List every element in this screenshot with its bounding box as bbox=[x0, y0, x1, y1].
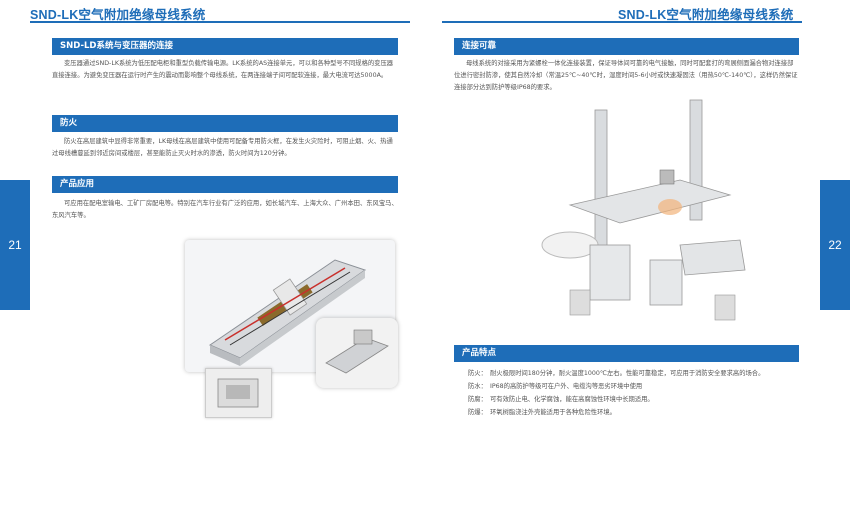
feature-label: 防水： bbox=[468, 383, 487, 390]
header-rule-right bbox=[442, 21, 802, 23]
section-title-transformer: SND-LD系统与变压器的连接 bbox=[52, 38, 398, 55]
feature-text: 可有效防止电、化学腐蚀，能在高腐蚀性环境中长期适用。 bbox=[490, 396, 654, 403]
feature-row-explosionproof: 防爆：环氧树脂浇注外壳能适用于各种危险性环境。 bbox=[468, 407, 616, 419]
installation-diagram bbox=[530, 95, 790, 335]
busway-installation-illustration bbox=[541, 99, 746, 321]
feature-label: 防腐： bbox=[468, 396, 487, 403]
section-text-fireproof: 防火在高层建筑中显得非常重要，LK母线在高层建筑中使用可配备专用防火框，在发生火… bbox=[52, 138, 393, 157]
connector-illustration bbox=[325, 329, 389, 374]
feature-label: 防火： bbox=[468, 370, 487, 377]
header-title-right: SND-LK空气附加绝缘母线系统 bbox=[618, 8, 794, 22]
feature-row-anticorrosion: 防腐：可有效防止电、化学腐蚀，能在高腐蚀性环境中长期适用。 bbox=[468, 394, 654, 406]
section-text-reliable-connection: 母线系统的对接采用为紧螺栓一体化连接装置，保证导体间可靠的电气接触，同时可配套打… bbox=[454, 60, 798, 91]
section-title-reliable-connection: 连接可靠 bbox=[454, 38, 799, 55]
busway-illustration bbox=[208, 259, 367, 366]
section-text-application: 可应用在配电室输电、工矿厂房配电等。特别在汽车行业有广泛的应用，如长城汽车、上海… bbox=[52, 200, 398, 219]
joint-illustration bbox=[217, 378, 259, 408]
feature-row-fireproof: 防火：耐火极限时间180分钟，耐火温度1000℃左右。性能可靠稳定，可应用于消防… bbox=[468, 368, 764, 380]
busway-detail-photo-round bbox=[316, 318, 398, 388]
busway-detail-photo-small bbox=[205, 368, 272, 418]
header-title-left: SND-LK空气附加绝缘母线系统 bbox=[30, 8, 206, 22]
feature-row-waterproof: 防水：IP68的高防护等级可在户外、电缆沟等恶劣环境中使用 bbox=[468, 381, 642, 393]
header-rule-left bbox=[30, 21, 410, 23]
section-title-fireproof: 防火 bbox=[52, 115, 398, 132]
feature-text: 环氧树脂浇注外壳能适用于各种危险性环境。 bbox=[490, 409, 616, 416]
feature-label: 防爆： bbox=[468, 409, 487, 416]
section-title-application: 产品应用 bbox=[52, 176, 398, 193]
feature-text: IP68的高防护等级可在户外、电缆沟等恶劣环境中使用 bbox=[490, 383, 643, 390]
page-number-left: 21 bbox=[0, 180, 30, 310]
feature-text: 耐火极限时间180分钟，耐火温度1000℃左右。性能可靠稳定，可应用于消防安全要… bbox=[490, 370, 765, 377]
section-title-product-features: 产品特点 bbox=[454, 345, 799, 362]
page-number-right: 22 bbox=[820, 180, 850, 310]
section-text-transformer: 变压器通过SND-LK系统为低压配电柜和重型负载传输电源。LK系统的AS连接单元… bbox=[52, 60, 394, 79]
